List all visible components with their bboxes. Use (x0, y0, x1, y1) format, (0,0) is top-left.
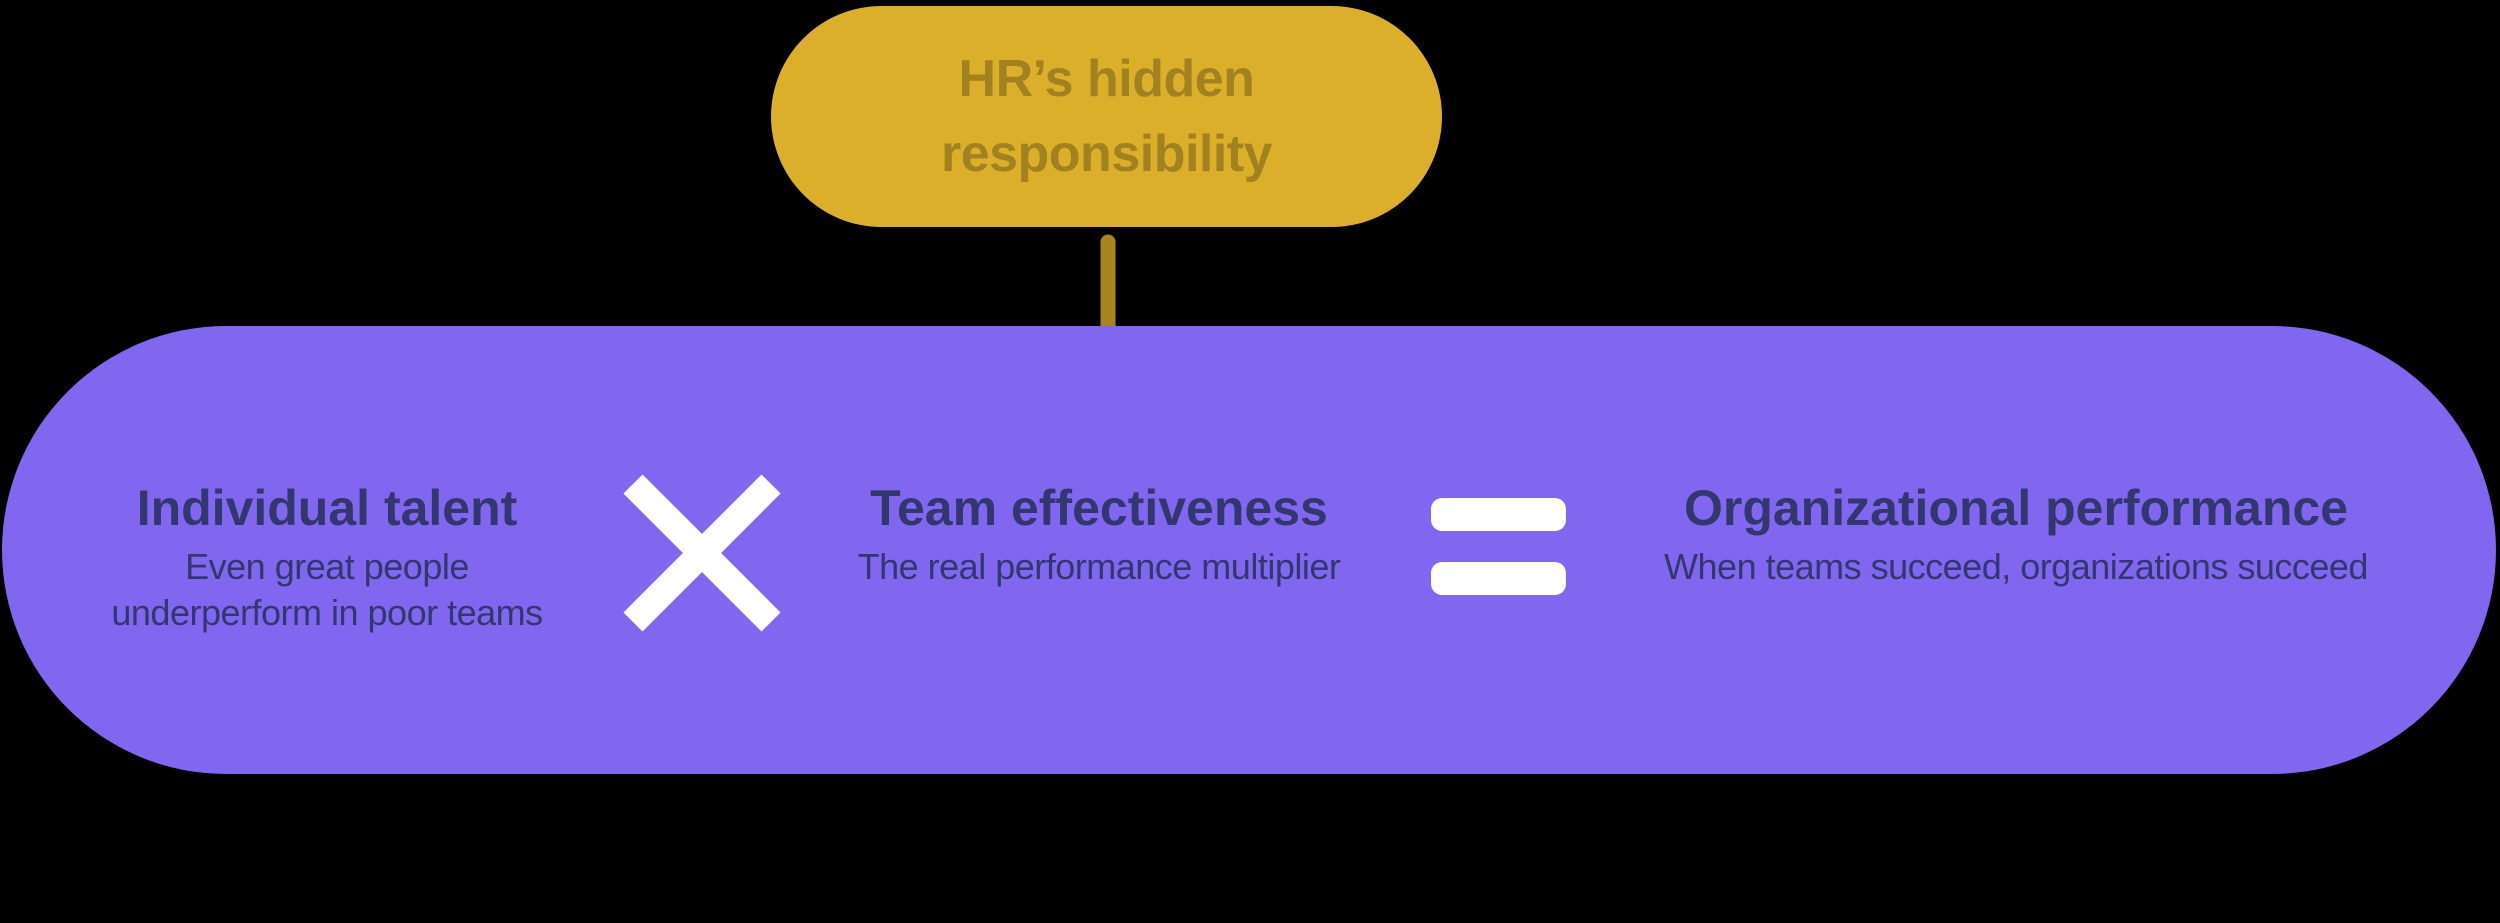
equals-icon (1431, 562, 1566, 595)
equation-term-team-effectiveness: Team effectiveness The real performance … (799, 482, 1399, 590)
term-subtitle: The real performance multiplier (799, 544, 1399, 590)
equation-band (2, 326, 2496, 774)
term-subtitle-line: Even great people (185, 546, 469, 587)
term-subtitle-line: underperform in poor teams (111, 592, 543, 633)
term-subtitle: Even great people underperform in poor t… (47, 544, 607, 636)
term-title: Organizational performance (1683, 480, 2349, 536)
pill-label-line2: responsibility (940, 124, 1273, 183)
term-title: Team effectiveness (870, 480, 1328, 536)
term-subtitle: When teams succeed, organizations succee… (1606, 544, 2426, 590)
equation-term-organizational-performance: Organizational performance When teams su… (1606, 482, 2426, 590)
term-title: Individual talent (136, 480, 518, 536)
term-subtitle-line: The real performance multiplier (857, 546, 1341, 587)
term-subtitle-line: When teams succeed, organizations succee… (1664, 546, 2368, 587)
pill-label-line1: HR’s hidden (958, 49, 1255, 108)
equation-term-individual-talent: Individual talent Even great people unde… (47, 482, 607, 636)
equals-icon (1431, 498, 1566, 531)
hr-responsibility-pill: HR’s hidden responsibility (771, 6, 1442, 227)
multiply-icon (623, 474, 781, 632)
